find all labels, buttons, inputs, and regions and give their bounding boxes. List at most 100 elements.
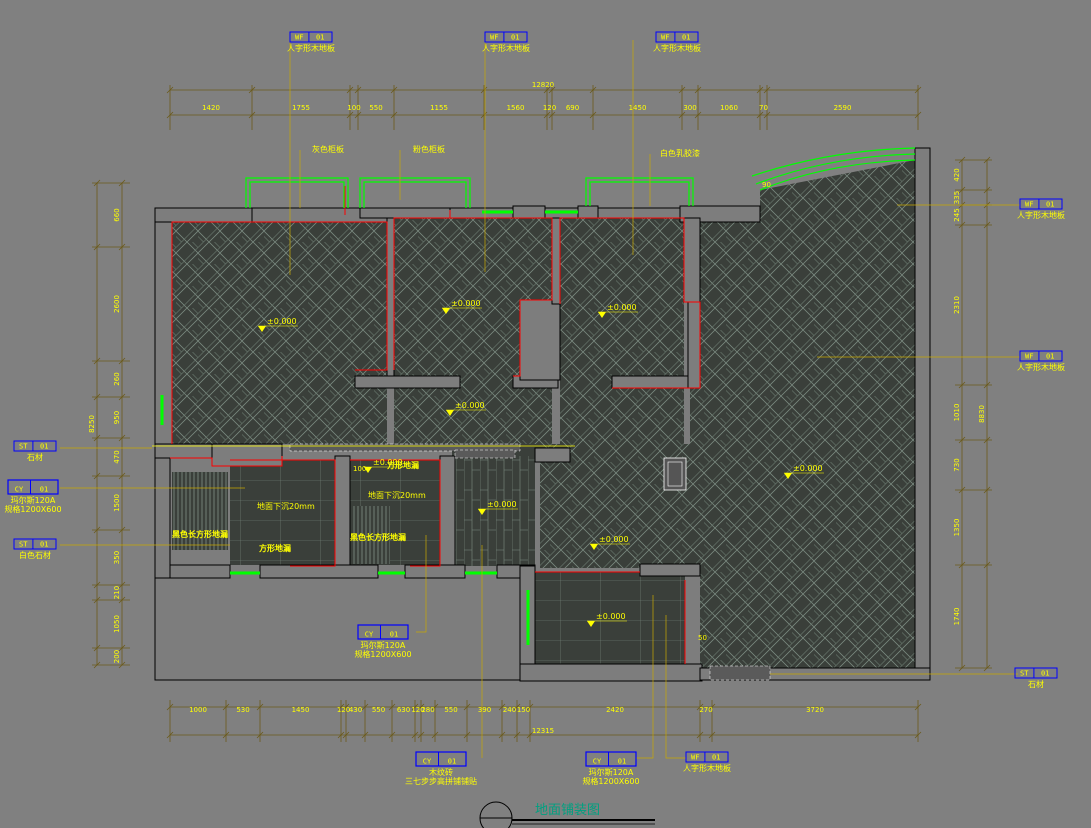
top-dim-label: 2590	[834, 104, 852, 112]
svg-text:01: 01	[390, 631, 398, 639]
top-dim-label: 690	[566, 104, 579, 112]
svg-text:±0.000: ±0.000	[267, 317, 297, 326]
left-dim-label: 200	[113, 650, 121, 663]
left-dim-label: 950	[113, 411, 121, 424]
overall-top-dim: 12820	[532, 81, 554, 89]
bottom-dim-label: 2420	[606, 706, 624, 714]
svg-text:01: 01	[618, 758, 626, 766]
note-90: 90	[762, 181, 771, 189]
svg-text:WF: WF	[661, 34, 669, 42]
note-long-drain-2: 黑色长方形地漏	[350, 532, 406, 542]
top-dim-label: 1450	[629, 104, 647, 112]
svg-text:CY: CY	[15, 486, 24, 494]
svg-text:人字形木地板: 人字形木地板	[683, 763, 731, 773]
right-dim-label: 2310	[953, 296, 961, 314]
svg-text:木纹砖: 木纹砖	[429, 767, 453, 777]
note-square-drain-2: 方形地漏	[259, 543, 291, 553]
svg-text:CY: CY	[593, 758, 602, 766]
svg-text:01: 01	[682, 34, 690, 42]
right-dim-label: 730	[953, 458, 961, 471]
note-100: 100	[353, 465, 366, 473]
left-dim-label: 260	[113, 372, 121, 385]
left-dim-label: 350	[113, 551, 121, 564]
svg-text:±0.000: ±0.000	[487, 500, 517, 509]
svg-text:石材: 石材	[1028, 679, 1044, 689]
top-dim-label: 1060	[720, 104, 738, 112]
svg-text:玛尔斯120A: 玛尔斯120A	[589, 767, 634, 777]
svg-text:ST: ST	[1020, 670, 1029, 678]
right-dim-label: 245	[953, 208, 961, 221]
svg-text:人字形木地板: 人字形木地板	[1017, 362, 1065, 372]
right-dim-label: 335	[953, 191, 961, 204]
svg-text:人字形木地板: 人字形木地板	[653, 43, 701, 53]
bottom-dim-label: 240	[503, 706, 516, 714]
note-grey-cabinet: 灰色柜板	[312, 144, 344, 154]
left-dim-label: 210	[113, 586, 121, 599]
svg-text:规格1200X600: 规格1200X600	[582, 776, 639, 786]
level-marker: ±0.000	[446, 401, 486, 416]
note-square-drain-1: 方形地漏	[387, 460, 419, 470]
svg-text:WF: WF	[1025, 353, 1033, 361]
svg-text:规格1200X600: 规格1200X600	[354, 649, 411, 659]
herringbone-floor	[172, 160, 915, 668]
left-dim-label: 2600	[113, 295, 121, 313]
note-pink-cabinet: 粉色柜板	[413, 144, 445, 154]
svg-text:01: 01	[40, 541, 48, 549]
svg-text:01: 01	[511, 34, 519, 42]
bottom-dim-label: 150	[517, 706, 530, 714]
overall-right-dim: 8830	[978, 405, 986, 423]
svg-text:三七步步高拼铺铺贴: 三七步步高拼铺铺贴	[405, 776, 477, 786]
left-dim-label: 1050	[113, 615, 121, 633]
note-sunken-floor-2: 地面下沉20mm	[368, 490, 426, 500]
svg-text:人字形木地板: 人字形木地板	[287, 43, 335, 53]
svg-text:±0.000: ±0.000	[373, 458, 403, 467]
top-dim-label: 1420	[202, 104, 220, 112]
interior-walls	[154, 147, 931, 682]
level-marker: ±0.000	[598, 303, 638, 318]
left-dim-label: 660	[113, 208, 121, 221]
windows	[160, 147, 916, 645]
svg-text:人字形木地板: 人字形木地板	[482, 43, 530, 53]
bottom-dim-label: 550	[372, 706, 385, 714]
svg-text:石材: 石材	[27, 452, 43, 462]
bottom-dim-label: 120	[337, 706, 350, 714]
top-dim-label: 70	[759, 104, 768, 112]
svg-text:规格1200X600: 规格1200X600	[4, 504, 61, 514]
tile-areas	[172, 456, 685, 664]
floor-levels: ±0.000 ±0.000 ±0.000 ±0.000 ±0.000 ±0.000 ±0.0…	[258, 299, 824, 627]
top-dim-label: 1755	[292, 104, 310, 112]
note-white-paint: 白色乳胶漆	[660, 148, 700, 158]
svg-text:01: 01	[316, 34, 324, 42]
bottom-dim-label: 630	[397, 706, 410, 714]
svg-text:白色石材: 白色石材	[19, 550, 51, 560]
overall-left-dim: 8250	[88, 415, 96, 433]
svg-text:±0.000: ±0.000	[793, 464, 823, 473]
level-marker: ±0.000	[442, 299, 482, 314]
level-marker: ±0.000	[258, 317, 298, 332]
note-50: 50	[698, 634, 707, 642]
bottom-dim-label: 530	[236, 706, 249, 714]
svg-text:人字形木地板: 人字形木地板	[1017, 210, 1065, 220]
svg-text:±0.000: ±0.000	[607, 303, 637, 312]
leader-lines	[60, 40, 1020, 759]
svg-text:WF: WF	[1025, 201, 1033, 209]
top-dim-label: 550	[369, 104, 382, 112]
svg-text:WF: WF	[295, 34, 303, 42]
svg-text:01: 01	[448, 758, 456, 766]
bottom-dim-label: 1000	[189, 706, 207, 714]
svg-text:±0.000: ±0.000	[455, 401, 485, 410]
bottom-dim-label: 390	[478, 706, 491, 714]
bottom-dim-label: 280	[421, 706, 434, 714]
